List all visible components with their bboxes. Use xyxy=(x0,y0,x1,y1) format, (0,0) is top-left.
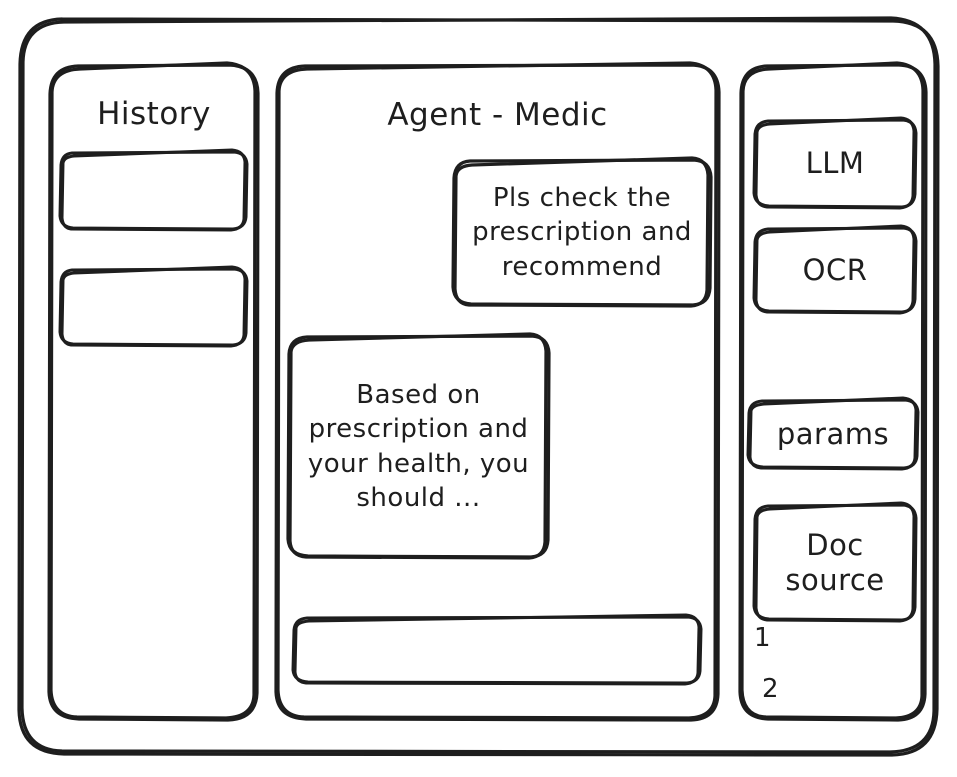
chat-message-assistant-text: Based on prescription and your health, y… xyxy=(307,379,530,513)
doc-source-list-item-label: 2 xyxy=(762,674,780,704)
doc-source-list-item[interactable]: 2 xyxy=(762,671,802,707)
doc-source-list-item[interactable]: 1 xyxy=(754,620,794,656)
tools-panel: LLM OCR params Doc source 1 2 xyxy=(740,63,926,720)
tool-button-doc-source-label: Doc source xyxy=(785,527,885,597)
tool-button-params[interactable]: params xyxy=(748,400,918,468)
chat-message-user: Pls check the prescription and recommend xyxy=(453,160,711,305)
tool-button-ocr[interactable]: OCR xyxy=(754,228,916,312)
history-item[interactable] xyxy=(60,269,248,347)
composer-input[interactable] xyxy=(293,617,701,683)
page-title: Agent - Medic xyxy=(387,97,608,133)
tool-button-doc-source[interactable]: Doc source xyxy=(754,505,916,620)
tool-button-llm[interactable]: LLM xyxy=(754,120,916,207)
chat-message-assistant: Based on prescription and your health, y… xyxy=(288,336,549,557)
main-panel: Agent - Medic Pls check the prescription… xyxy=(276,63,719,720)
history-panel-title: History xyxy=(97,96,211,132)
chat-message-user-text: Pls check the prescription and recommend xyxy=(472,183,692,282)
history-panel: History xyxy=(49,65,259,721)
tool-button-llm-label: LLM xyxy=(805,146,865,181)
tool-button-params-label: params xyxy=(776,416,890,451)
tool-button-ocr-label: OCR xyxy=(802,252,868,287)
doc-source-list-item-label: 1 xyxy=(754,623,772,653)
history-item[interactable] xyxy=(60,152,248,230)
